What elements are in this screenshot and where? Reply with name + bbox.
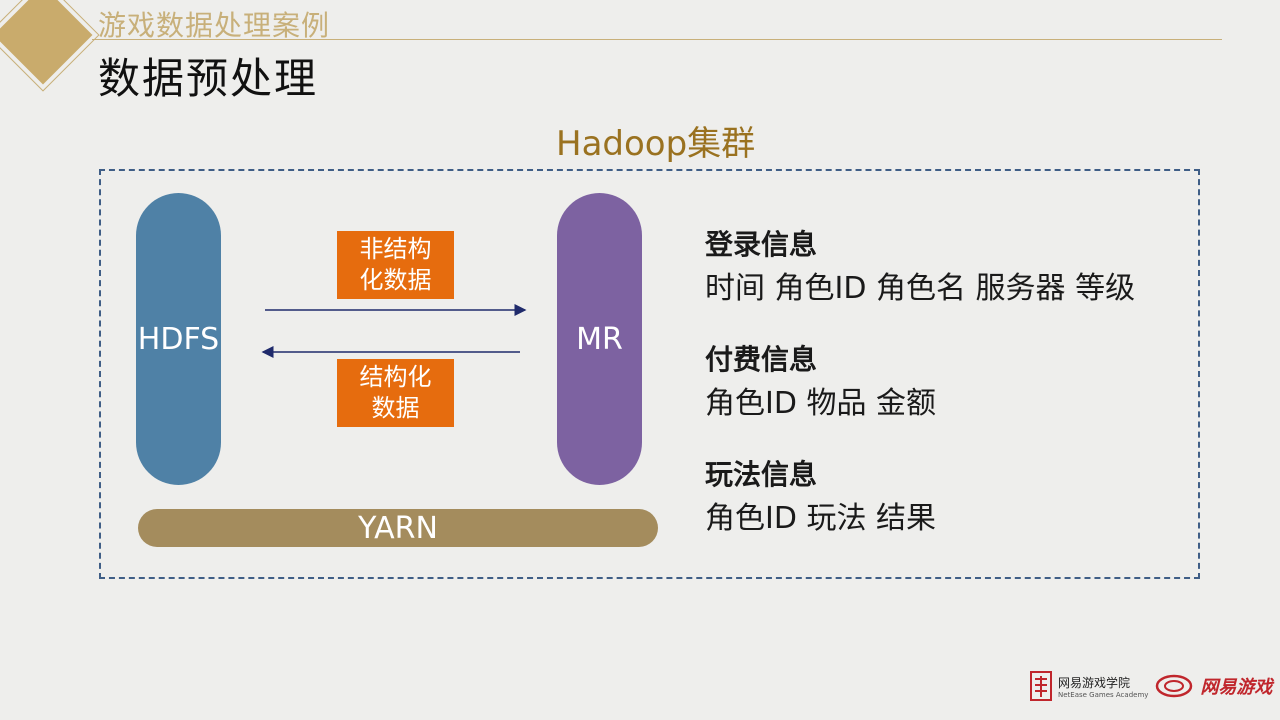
payment-info-fields: 角色ID 物品 金额 xyxy=(705,386,937,421)
payment-info-heading: 付费信息 xyxy=(705,343,818,376)
structured-tag-line2: 数据 xyxy=(371,394,420,422)
academy-name: 网易游戏学院 xyxy=(1058,675,1131,690)
footer-logos: 网易游戏学院 NetEase Games Academy 网易游戏 xyxy=(1030,671,1272,701)
gameplay-info-fields: 角色ID 玩法 结果 xyxy=(705,501,937,536)
page-title: 数据预处理 xyxy=(98,54,319,103)
unstructured-data-tag: 非结构 化数据 xyxy=(337,231,454,299)
gameplay-info-block: 玩法信息 角色ID 玩法 结果 xyxy=(705,453,936,537)
mr-node: MR xyxy=(557,193,642,485)
login-info-fields: 时间 角色ID 角色名 服务器 等级 xyxy=(705,271,1136,306)
structured-data-tag: 结构化 数据 xyxy=(337,359,454,427)
academy-subtitle: NetEase Games Academy xyxy=(1058,690,1149,699)
hadoop-cluster-box xyxy=(99,169,1200,579)
yarn-bar: YARN xyxy=(138,509,658,547)
gameplay-info-heading: 玩法信息 xyxy=(705,458,818,491)
payment-info-block: 付费信息 角色ID 物品 金额 xyxy=(705,338,936,422)
login-info-heading: 登录信息 xyxy=(705,228,818,261)
cluster-title: Hadoop集群 xyxy=(556,124,756,164)
diamond-fill-decoration xyxy=(0,0,93,85)
yarn-label: YARN xyxy=(358,510,438,546)
hdfs-label: HDFS xyxy=(137,321,220,357)
netease-games-brand: 网易游戏 xyxy=(1200,677,1273,698)
academy-seal-icon xyxy=(1030,671,1052,701)
login-info-block: 登录信息 时间 角色ID 角色名 服务器 等级 xyxy=(705,223,1135,307)
data-flow-arrows xyxy=(261,304,527,358)
unstructured-tag-line2: 化数据 xyxy=(359,266,432,294)
structured-tag-line1: 结构化 xyxy=(359,363,432,391)
netease-swirl-icon xyxy=(1156,674,1193,698)
mr-label: MR xyxy=(576,321,623,357)
hdfs-node: HDFS xyxy=(136,193,221,485)
section-title: 游戏数据处理案例 xyxy=(98,9,331,42)
header-rule xyxy=(92,39,1222,40)
unstructured-tag-line1: 非结构 xyxy=(359,235,432,263)
